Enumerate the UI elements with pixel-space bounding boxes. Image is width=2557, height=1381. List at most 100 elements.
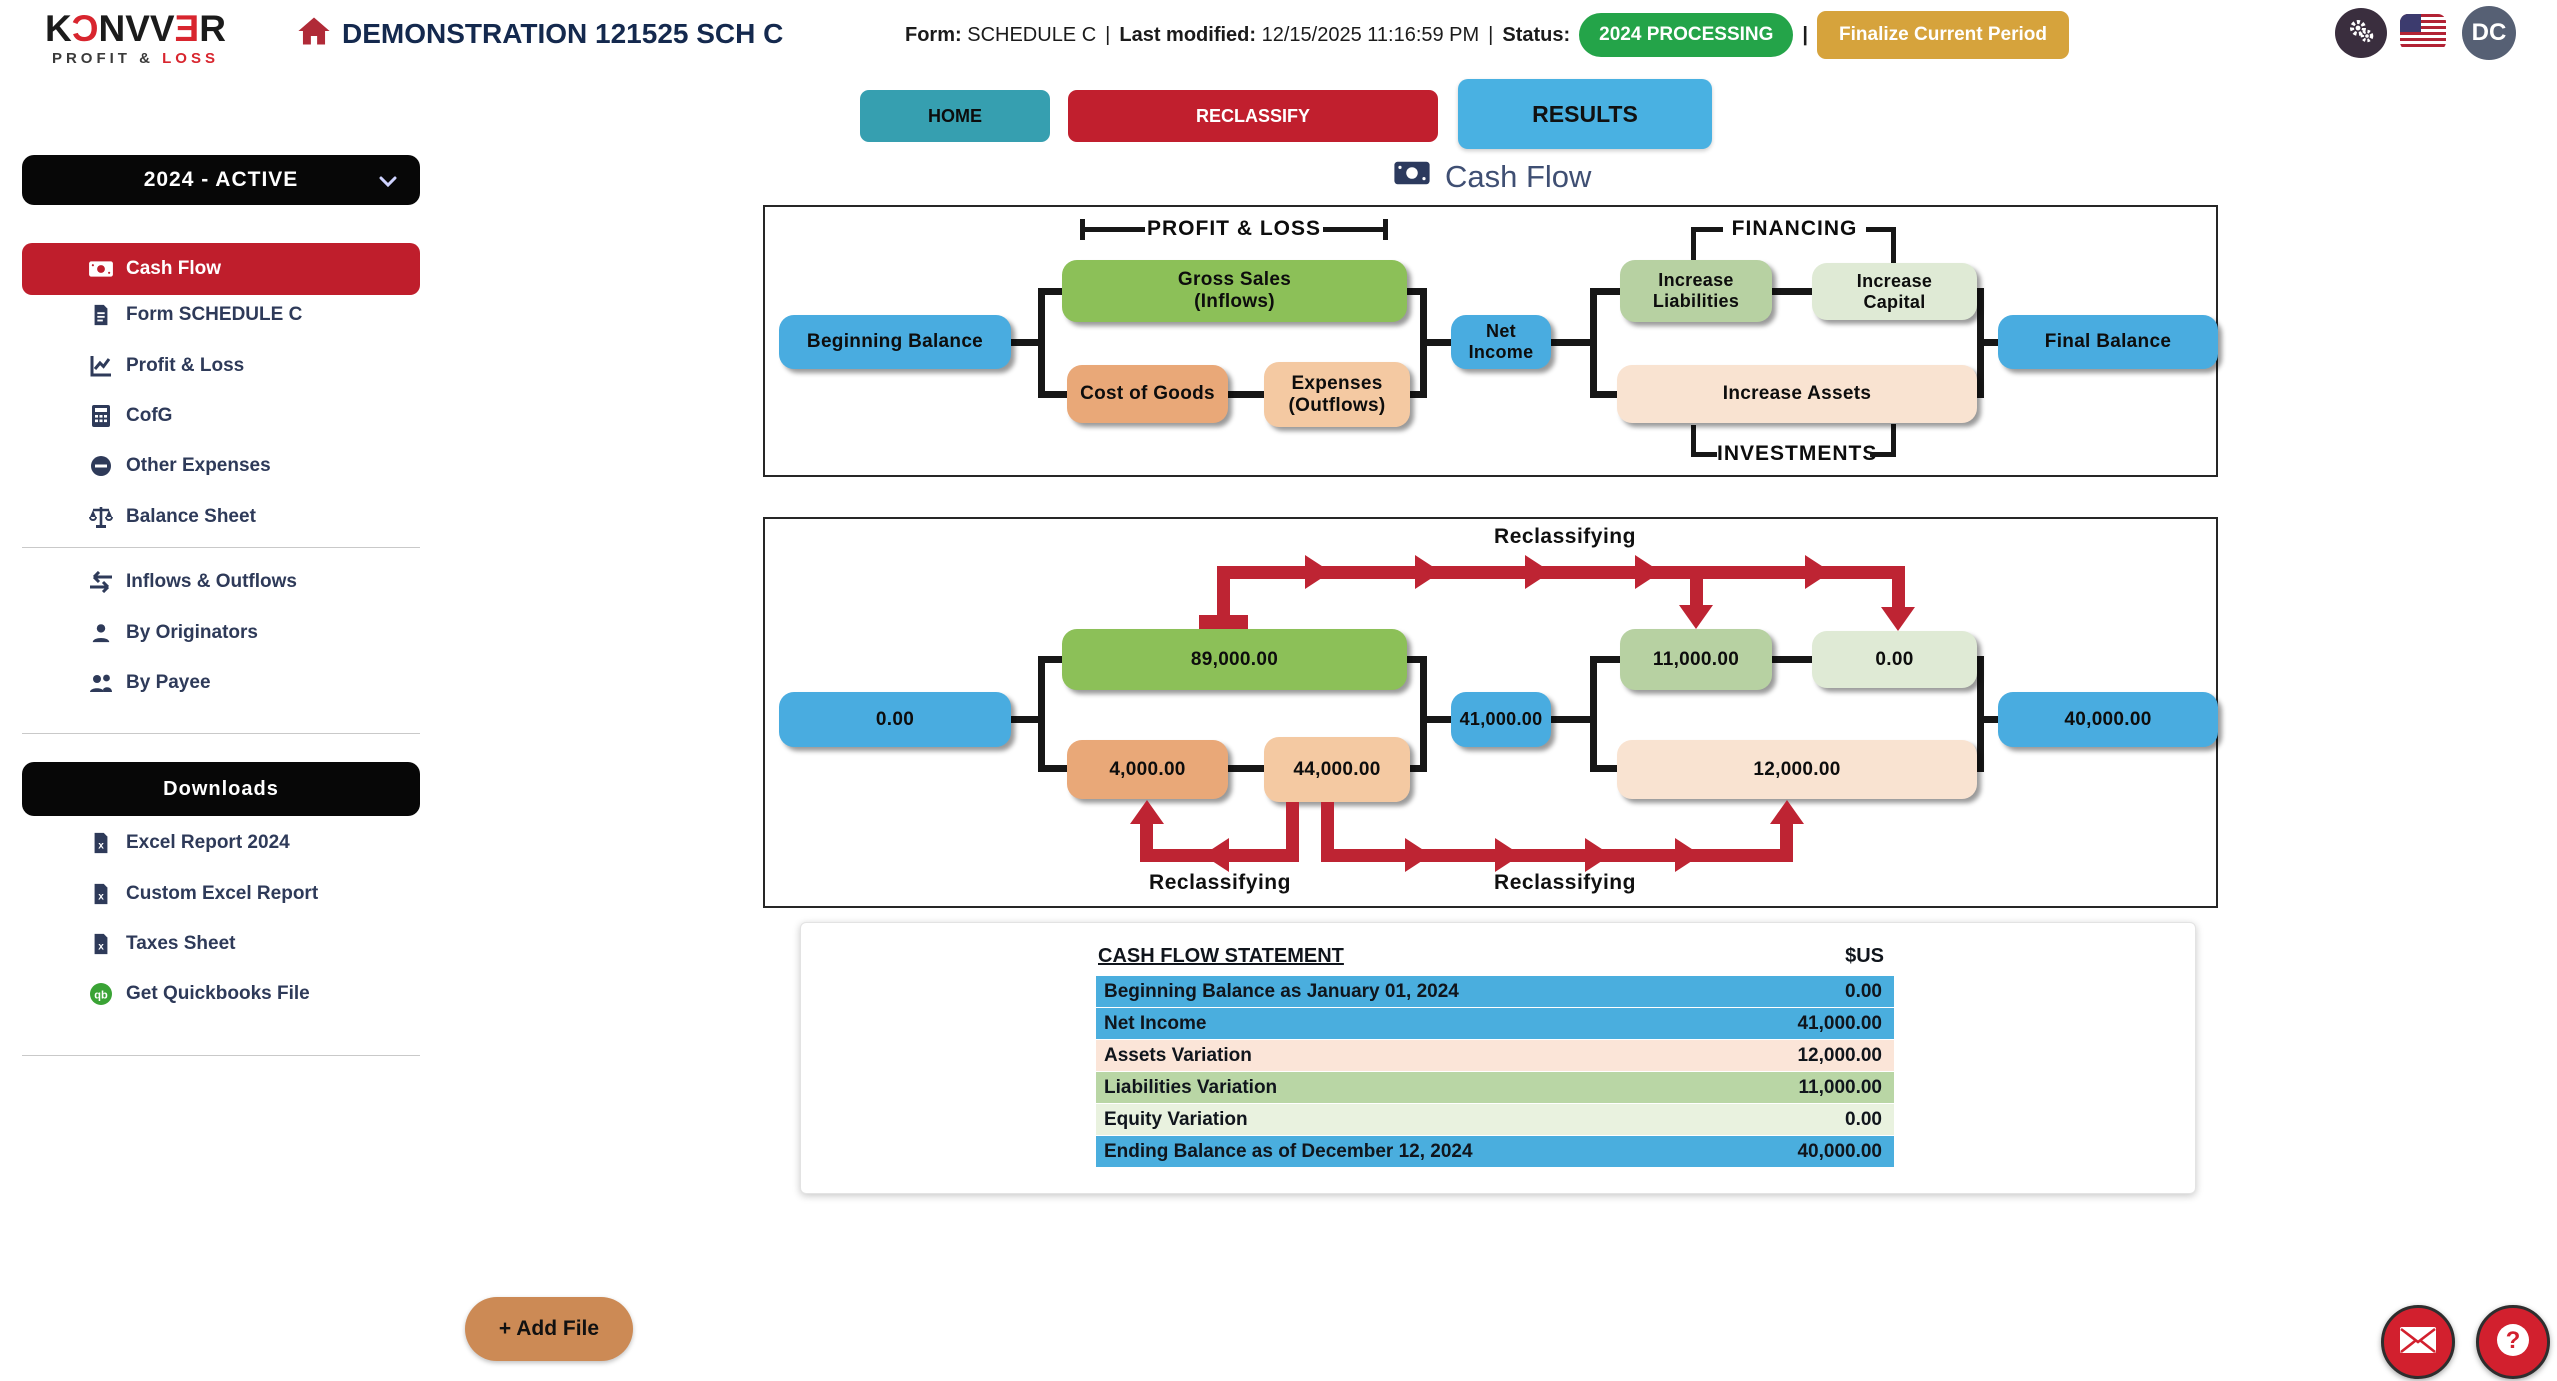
tab-reclassify[interactable]: RECLASSIFY	[1068, 90, 1438, 142]
form-label: Form: SCHEDULE C	[905, 23, 1097, 46]
connector	[1010, 339, 1043, 346]
bracket-tick	[1691, 227, 1696, 262]
sidebar-item-profit-loss[interactable]: Profit & Loss	[88, 353, 244, 379]
statement-row-label: Net Income	[1104, 1012, 1207, 1034]
tab-home[interactable]: HOME	[860, 90, 1050, 142]
swap-arrows-icon	[88, 569, 114, 595]
sidebar-item-custom-excel-report[interactable]: x Custom Excel Report	[88, 881, 318, 907]
arrow-down-icon	[1679, 605, 1713, 629]
connector	[1410, 765, 1421, 772]
reclassify-arrow-stem	[1892, 566, 1905, 607]
gears-icon	[2345, 16, 2377, 51]
statement-title: CASH FLOW STATEMENT	[1098, 945, 1344, 967]
sidebar-item-inflows-outflows[interactable]: Inflows & Outflows	[88, 569, 297, 595]
flow-box-line: Capital	[1863, 291, 1926, 312]
bracket-line	[1323, 227, 1385, 232]
flow-box-line: Expenses	[1291, 372, 1383, 394]
sidebar-item-by-originators[interactable]: By Originators	[88, 620, 258, 646]
statement-row-label: Ending Balance as of December 12, 2024	[1104, 1140, 1473, 1162]
flow-box-line: (Outflows)	[1288, 394, 1386, 416]
bracket-line	[1866, 227, 1896, 232]
sidebar-item-other-expenses[interactable]: Other Expenses	[88, 453, 271, 479]
flow-box-gross-sales: Gross Sales (Inflows)	[1062, 260, 1407, 322]
connector	[1045, 656, 1063, 663]
connector	[1597, 765, 1618, 772]
sidebar-item-excel-report[interactable]: x Excel Report 2024	[88, 830, 290, 856]
connector	[1228, 765, 1265, 772]
statement-row: Net Income 41,000.00	[1096, 1008, 1894, 1039]
svg-text:x: x	[98, 841, 104, 852]
people-icon	[88, 670, 114, 696]
connector	[1045, 288, 1063, 295]
settings-button[interactable]	[2335, 8, 2387, 58]
flow-box-beginning-balance: Beginning Balance	[779, 315, 1011, 369]
flow-box-line: Increase	[1856, 270, 1933, 291]
reclassify-arrow-stem	[1140, 823, 1153, 851]
flow-box-line: Gross Sales	[1177, 269, 1292, 291]
sidebar-item-taxes-sheet[interactable]: x Taxes Sheet	[88, 931, 235, 957]
flow-box-net-income: Net Income	[1451, 315, 1551, 369]
bracket-line	[1691, 227, 1723, 232]
sidebar-item-label: Excel Report 2024	[126, 832, 290, 853]
sidebar-item-by-payee[interactable]: By Payee	[88, 670, 211, 696]
statement-row: Ending Balance as of December 12, 2024 4…	[1096, 1136, 1894, 1167]
avatar[interactable]: DC	[2462, 6, 2516, 60]
connector	[1597, 391, 1618, 398]
logo-letter: Ǝ	[174, 8, 200, 49]
reclassify-arrow-foot	[1199, 615, 1248, 629]
flow-box-expenses: Expenses (Outflows)	[1264, 362, 1410, 427]
content-title: Cash Flow	[1391, 157, 1591, 197]
tab-results[interactable]: RESULTS	[1458, 79, 1712, 149]
logo-subtitle-dark: PROFIT &	[51, 50, 163, 67]
sidebar-item-cash-flow[interactable]: Cash Flow	[22, 243, 420, 295]
downloads-header: Downloads	[22, 762, 420, 816]
sidebar-item-label: Get Quickbooks File	[126, 983, 310, 1004]
chart-line-icon	[88, 353, 114, 379]
sidebar-item-label: Balance Sheet	[126, 506, 256, 527]
arrow-right-icon	[1675, 838, 1701, 872]
person-icon	[88, 620, 114, 646]
bracket-tick	[1891, 227, 1896, 264]
logo-letter: NVV	[98, 8, 175, 49]
statement-row-value: 12,000.00	[1797, 1044, 1882, 1066]
calculator-icon	[88, 403, 114, 429]
sidebar-item-label: CofG	[126, 405, 173, 426]
separator: |	[1488, 23, 1494, 46]
connector	[1045, 765, 1068, 772]
cash-flow-diagram-labels: PROFIT & LOSS FINANCING INVESTMENTS	[763, 205, 2218, 477]
finalize-period-button[interactable]: Finalize Current Period	[1817, 11, 2070, 59]
sidebar-item-cofg[interactable]: CofG	[88, 403, 172, 429]
statement-row-label: Beginning Balance as January 01, 2024	[1104, 980, 1459, 1002]
statement-row-value: 11,000.00	[1798, 1076, 1882, 1098]
contact-button[interactable]	[2381, 1305, 2455, 1379]
reclassify-arrow-stem	[1217, 566, 1230, 615]
statement-header-row: CASH FLOW STATEMENT $US	[1096, 945, 1894, 968]
question-icon: ?	[2491, 1318, 2535, 1367]
sidebar-item-get-quickbooks-file[interactable]: qb Get Quickbooks File	[88, 981, 310, 1007]
statement-row: Liabilities Variation 11,000.00	[1096, 1072, 1894, 1103]
statement-row-label: Assets Variation	[1104, 1044, 1252, 1066]
period-selector[interactable]: 2024 - ACTIVE	[22, 155, 420, 205]
help-button[interactable]: ?	[2476, 1305, 2550, 1379]
minus-circle-icon	[88, 453, 114, 479]
flow-value-liabilities: 11,000.00	[1620, 629, 1772, 690]
sidebar-item-form-schedule-c[interactable]: Form SCHEDULE C	[88, 302, 302, 328]
arrow-right-icon	[1305, 555, 1331, 589]
language-flag-button[interactable]	[2400, 14, 2446, 50]
flow-box-increase-liabilities: Increase Liabilities	[1620, 260, 1772, 322]
add-file-button[interactable]: + Add File	[465, 1297, 633, 1361]
statement-row: Beginning Balance as January 01, 2024 0.…	[1096, 976, 1894, 1007]
connector	[1038, 288, 1045, 398]
envelope-icon	[2398, 1325, 2438, 1360]
statement-row: Equity Variation 0.00	[1096, 1104, 1894, 1135]
logo-subtitle-red: LOSS	[162, 50, 219, 67]
bracket-tick	[1891, 424, 1896, 457]
statement-card: CASH FLOW STATEMENT $US Beginning Balanc…	[800, 922, 2196, 1194]
connector	[1984, 716, 1998, 723]
flow-box-line: Liabilities	[1652, 291, 1740, 311]
sidebar-item-balance-sheet[interactable]: Balance Sheet	[88, 504, 256, 530]
arrow-up-icon	[1770, 800, 1804, 824]
connector	[1427, 339, 1451, 346]
bracket-tick	[1691, 425, 1696, 457]
flow-value-assets: 12,000.00	[1617, 740, 1977, 799]
